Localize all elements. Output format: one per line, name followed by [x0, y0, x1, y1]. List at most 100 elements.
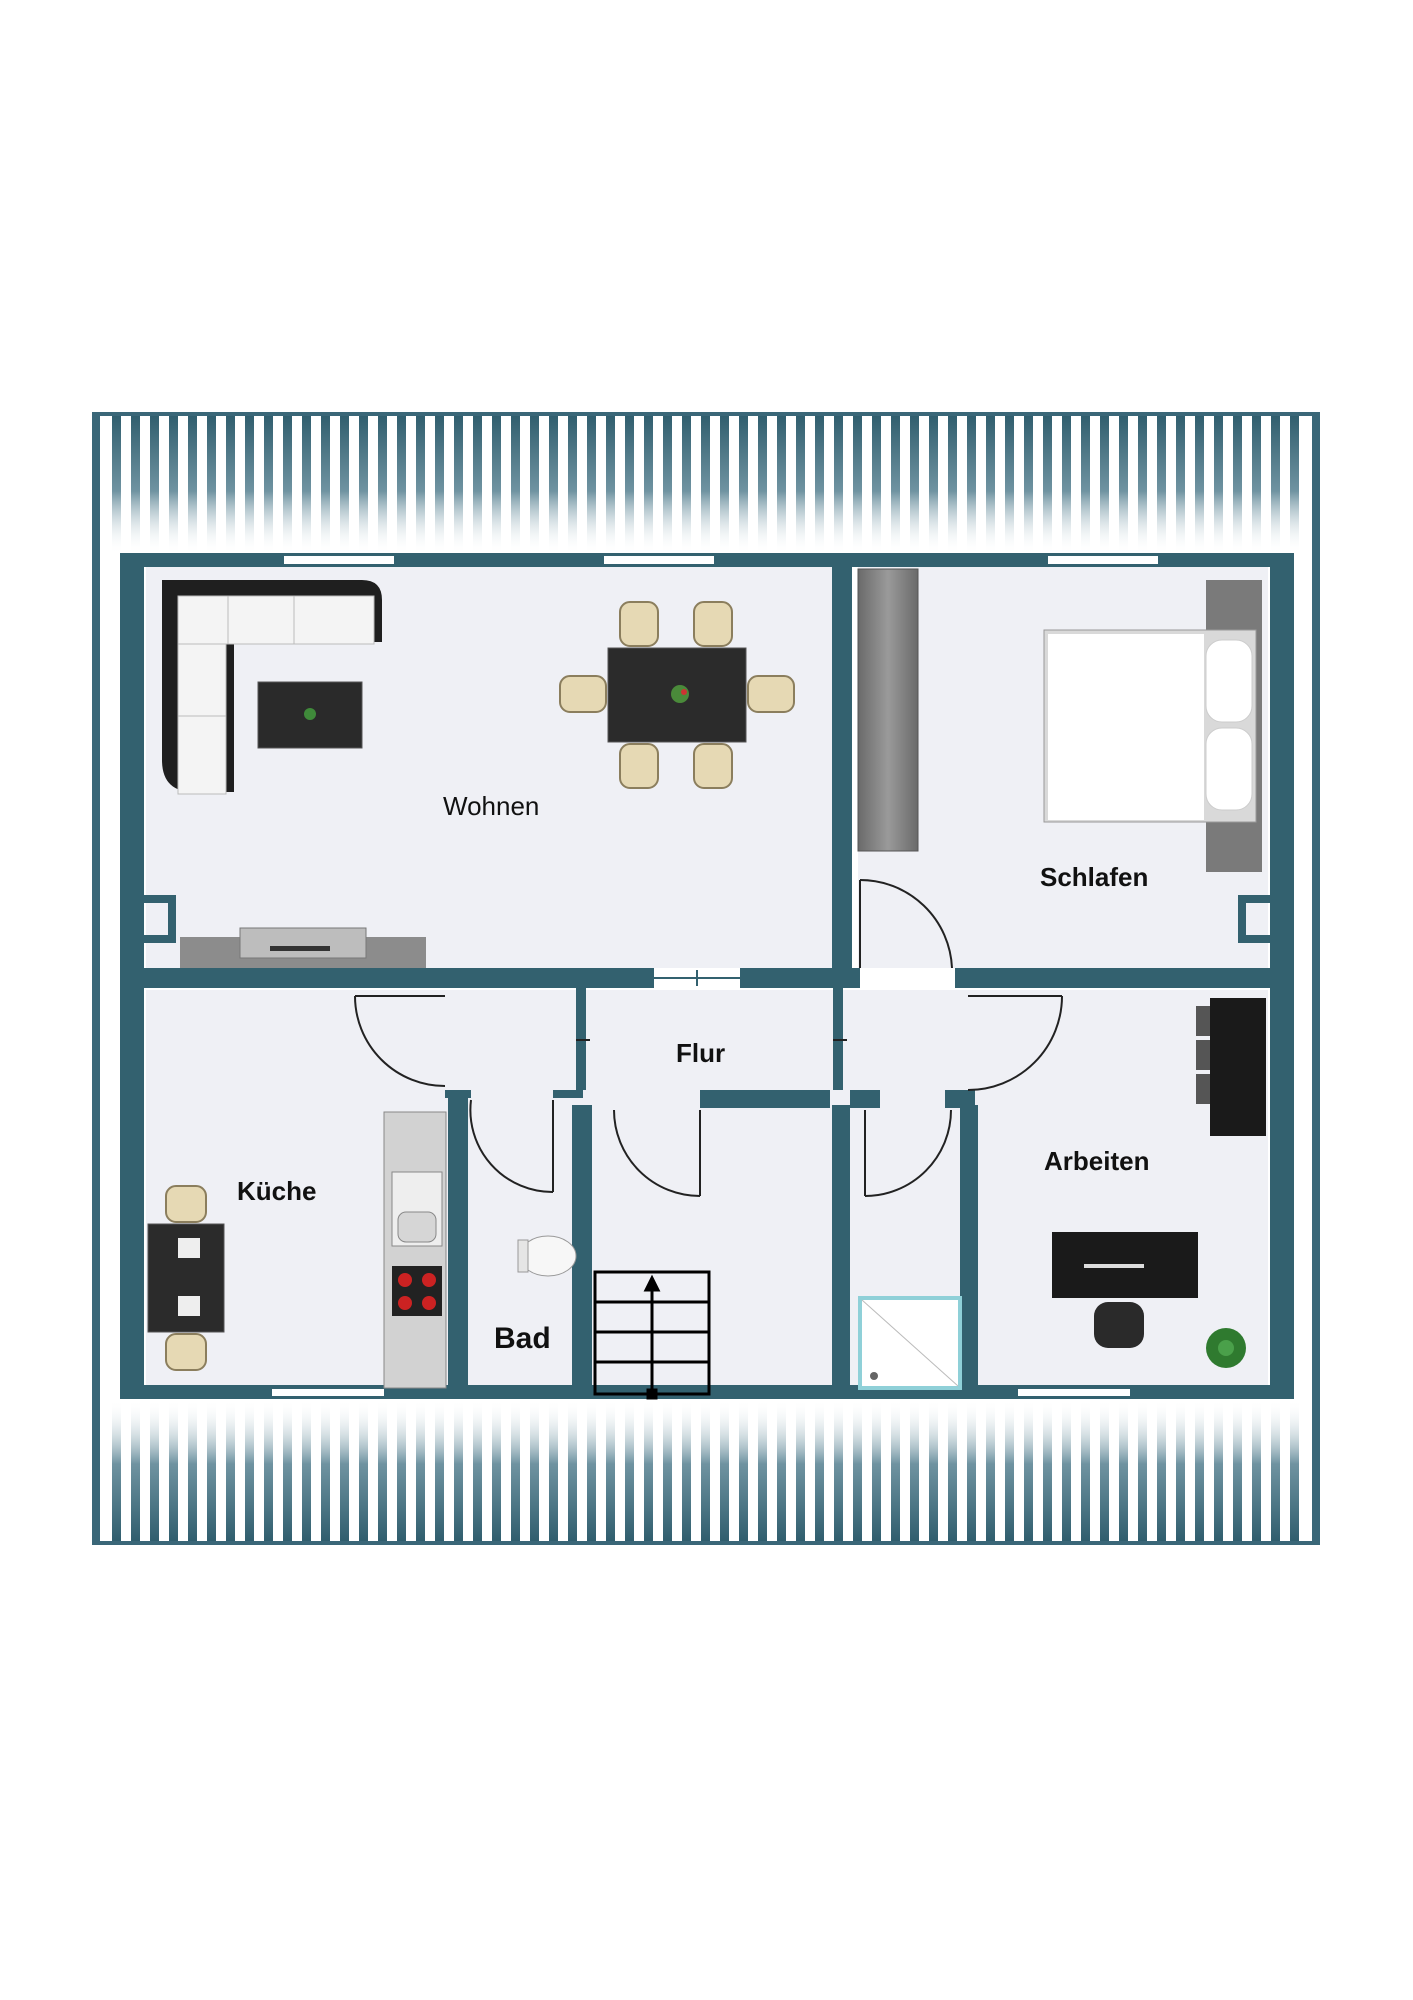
roof-slat [397, 1400, 406, 1542]
roof-slat [1252, 414, 1261, 554]
roof-slat [1195, 1400, 1204, 1542]
roof-slat [264, 1400, 273, 1542]
roof-bottom [92, 1395, 1320, 1545]
roof-slat [1138, 1400, 1147, 1542]
roof-slat [910, 414, 919, 554]
roof-slat [226, 414, 235, 554]
dining-table-icon [607, 647, 747, 743]
roof-slat [606, 414, 615, 554]
roof-slat [834, 1400, 843, 1542]
roof-slat [1290, 414, 1299, 554]
roof-slat [283, 414, 292, 554]
roof-slat [606, 1400, 615, 1542]
roof-slat [1062, 1400, 1071, 1542]
roof-slat [530, 1400, 539, 1542]
door-swing-icon [354, 878, 1063, 1197]
roof-slat [435, 1400, 444, 1542]
roof-slat [758, 1400, 767, 1542]
roof-slat [473, 414, 482, 554]
roof-slat [758, 414, 767, 554]
roof-slat [986, 1400, 995, 1542]
sink-icon [391, 1171, 443, 1247]
roof-edge-right [1312, 412, 1320, 1545]
roof-slat [416, 414, 425, 554]
room-label-flur: Flur [676, 1038, 725, 1068]
roof-slat [739, 414, 748, 554]
wardrobe-icon [857, 568, 919, 852]
roof-slat [530, 414, 539, 554]
roof-slat [245, 1400, 254, 1542]
kitchen-counter-icon [383, 1111, 447, 1389]
roof-slat [1043, 414, 1052, 554]
roof-slat [568, 414, 577, 554]
roof-slat [1176, 414, 1185, 554]
roof-slat [891, 414, 900, 554]
roof-slat [1081, 414, 1090, 554]
sofa-icon [162, 580, 382, 795]
roof-slat [511, 414, 520, 554]
roof-slat [131, 414, 140, 554]
roof-slat [663, 1400, 672, 1542]
window-frames [654, 970, 740, 986]
roof-slat [739, 1400, 748, 1542]
roof-slat [549, 1400, 558, 1542]
roof-slat [967, 1400, 976, 1542]
roof-slat [1157, 414, 1166, 554]
roof-slat [1062, 414, 1071, 554]
roof-slat [492, 1400, 501, 1542]
roof-slat [644, 1400, 653, 1542]
roof-slat [150, 414, 159, 554]
staircase-icon [593, 1270, 711, 1400]
roof-slat [473, 1400, 482, 1542]
room-label-schlafen: Schlafen [1040, 862, 1148, 892]
roof-slat [1081, 1400, 1090, 1542]
room-label-arbeiten: Arbeiten [1044, 1146, 1149, 1176]
roof-slat [568, 1400, 577, 1542]
roof-slat [169, 1400, 178, 1542]
roof-slat [378, 414, 387, 554]
roof-slat [872, 1400, 881, 1542]
roof-slat [454, 414, 463, 554]
roof-slat [1290, 1400, 1299, 1542]
plant-icon [1206, 1328, 1246, 1368]
roof-slat [1024, 414, 1033, 554]
stove-icon [392, 1266, 442, 1316]
roof-slat [340, 414, 349, 554]
roof-slat [663, 414, 672, 554]
roof-slat [815, 414, 824, 554]
roof-slat [644, 414, 653, 554]
roof-top [92, 412, 1320, 562]
roof-slat [150, 1400, 159, 1542]
roof-slat [891, 1400, 900, 1542]
desk-icon [1052, 1232, 1198, 1298]
roof-slat [359, 414, 368, 554]
roof-edge-left [92, 412, 100, 1545]
bed-icon [1043, 580, 1262, 872]
roof-slat [549, 414, 558, 554]
roof-slat [720, 1400, 729, 1542]
roof-slat [1119, 414, 1128, 554]
roof-slat [511, 1400, 520, 1542]
roof-slat [701, 1400, 710, 1542]
roof-slat [872, 414, 881, 554]
roof-slat [1138, 414, 1147, 554]
roof-slat [416, 1400, 425, 1542]
toilet-icon [517, 1235, 577, 1277]
roof-slat [796, 414, 805, 554]
roof-slat [1271, 414, 1280, 554]
roof-slat [587, 414, 596, 554]
roof-slat [986, 414, 995, 554]
roof-slat [1005, 1400, 1014, 1542]
roof-slat [1233, 414, 1242, 554]
roof-slat [1005, 414, 1014, 554]
tv-board-icon [180, 927, 426, 968]
office-chair-icon [1094, 1302, 1144, 1348]
roof-slat [264, 414, 273, 554]
roof-slat [1100, 414, 1109, 554]
roof-slat [682, 414, 691, 554]
roof-slat [131, 1400, 140, 1542]
roof-slat [967, 414, 976, 554]
room-label-bad: Bad [494, 1322, 551, 1355]
roof-slat [701, 414, 710, 554]
roof-slat [777, 1400, 786, 1542]
